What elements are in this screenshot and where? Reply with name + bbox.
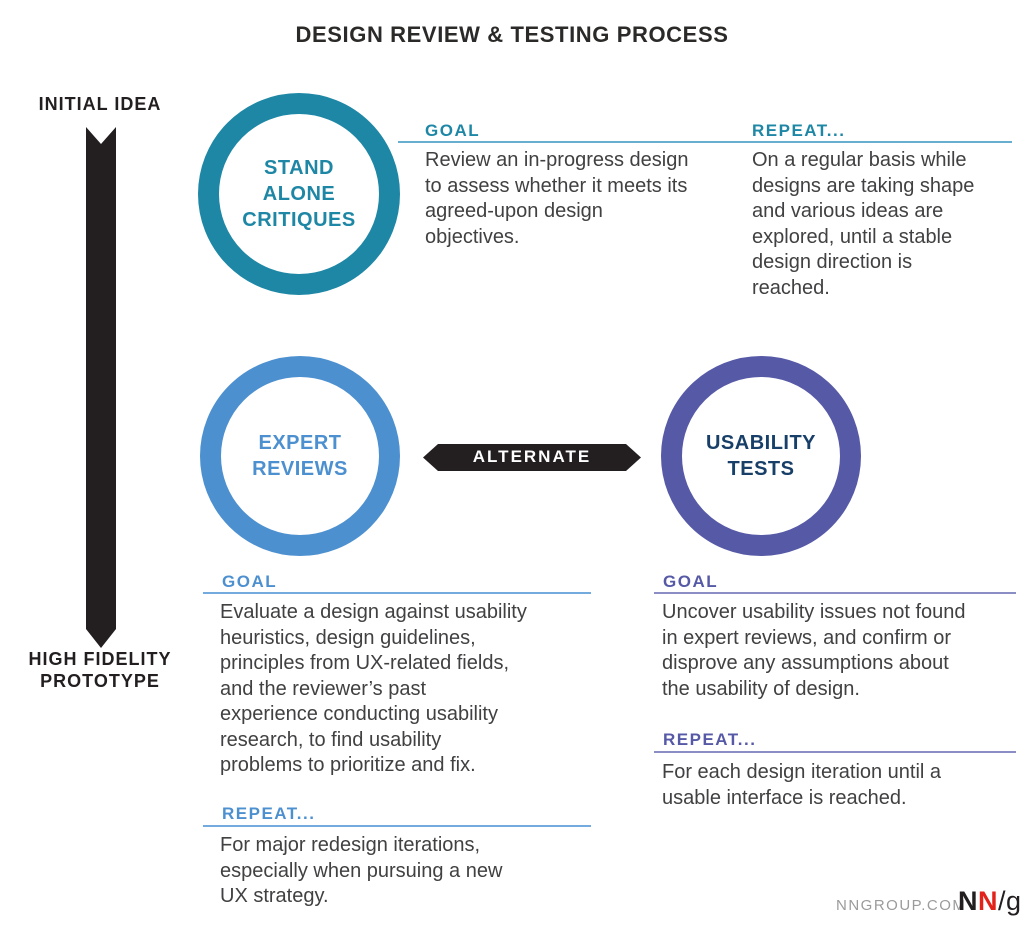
expert-goal-underline <box>203 592 591 594</box>
nng-logo-slash-g: /g <box>998 886 1022 916</box>
usability-goal-underline <box>654 592 1016 594</box>
alternate-label: ALTERNATE <box>472 447 592 466</box>
expert-repeat-heading: REPEAT... <box>222 804 316 823</box>
timeline-arrow-down-icon <box>86 127 116 648</box>
expert-repeat-text: For major redesign iterations, especiall… <box>220 834 503 907</box>
critiques-goal-heading: GOAL <box>425 121 481 140</box>
critiques-goal-text: Review an in-progress design to assess w… <box>425 149 689 248</box>
page-title: DESIGN REVIEW & TESTING PROCESS <box>295 22 729 47</box>
usability-repeat-underline <box>654 751 1016 753</box>
nng-logo-n1: N <box>958 886 978 916</box>
node-expert-reviews: EXPERT REVIEWS <box>200 356 400 556</box>
timeline-end-label: HIGH FIDELITY PROTOTYPE <box>28 649 172 691</box>
alternate-arrow-icon <box>423 444 641 471</box>
node-stand-alone-critiques: STAND ALONE CRITIQUES <box>198 93 400 295</box>
critiques-underline <box>398 141 1012 143</box>
nng-logo: NN/g <box>958 886 1022 917</box>
node-usability-tests: USABILITY TESTS <box>661 356 861 556</box>
expert-goal-text: Evaluate a design against usability heur… <box>220 601 527 776</box>
nngroup-site-label: NNGROUP.COM <box>836 897 967 914</box>
expert-repeat-underline <box>203 825 591 827</box>
critiques-repeat-text: On a regular basis while designs are tak… <box>752 149 975 299</box>
usability-goal-text: Uncover usability issues not found in ex… <box>662 601 966 700</box>
usability-goal-heading: GOAL <box>663 572 719 591</box>
usability-repeat-text: For each design iteration until a usable… <box>662 761 942 809</box>
usability-repeat-heading: REPEAT... <box>663 730 757 749</box>
critiques-repeat-heading: REPEAT... <box>752 121 846 140</box>
expert-goal-heading: GOAL <box>222 572 278 591</box>
nng-logo-n2: N <box>978 886 998 916</box>
timeline-start-label: INITIAL IDEA <box>38 94 162 114</box>
